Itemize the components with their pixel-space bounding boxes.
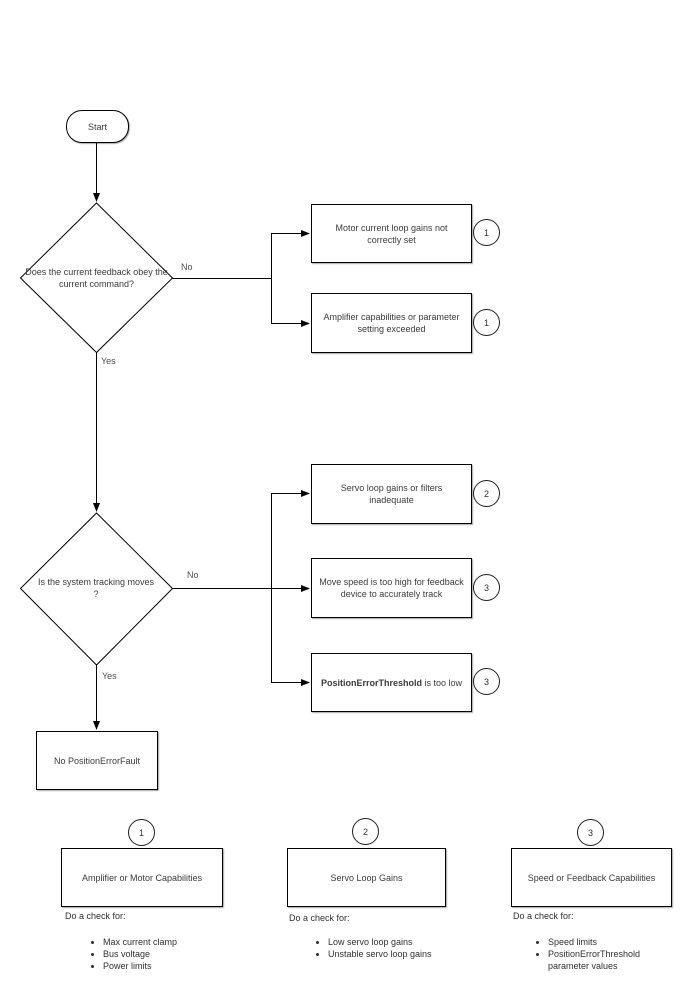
decision2-no-label: No (187, 570, 199, 580)
box-move-speed-text: Move speed is too high for feedback devi… (319, 577, 464, 599)
legend3-check-list: Speed limits PositionErrorThreshold para… (530, 936, 663, 972)
box-threshold-bold: PositionErrorThreshold (320, 677, 422, 688)
legend3-item: PositionErrorThreshold parameter values (548, 948, 663, 972)
legend1-badge: 1 (128, 819, 155, 846)
badge-move-speed: 3 (473, 574, 500, 601)
legend3-title: Speed or Feedback Capabilities (527, 872, 656, 883)
box-amplifier-text: Amplifier capabilities or parameter sett… (323, 312, 460, 334)
legend1-item: Bus voltage (103, 948, 233, 960)
arrow-to-amplifier (271, 278, 310, 327)
box-no-fault-text: No PositionErrorFault (53, 755, 141, 766)
box-motor-gains: Motor current loop gains not correctly s… (311, 204, 472, 263)
decision1-yes-label: Yes (101, 356, 116, 366)
badge-servo-loop-number: 2 (483, 488, 489, 499)
badge-amplifier-number: 1 (483, 317, 489, 328)
legend2-check-list: Low servo loop gains Unstable servo loop… (310, 936, 463, 960)
box-servo-loop: Servo loop gains or filters inadequate (311, 464, 472, 524)
badge-motor-gains: 1 (473, 219, 500, 246)
legend2-title: Servo Loop Gains (330, 872, 403, 883)
box-move-speed: Move speed is too high for feedback devi… (311, 558, 472, 618)
legend3-check-label: Do a check for: (513, 911, 574, 921)
legend2-badge: 2 (352, 818, 379, 845)
legend1-check-label: Do a check for: (65, 911, 126, 921)
legend3-title-box: Speed or Feedback Capabilities (511, 848, 672, 907)
box-motor-gains-text: Motor current loop gains not correctly s… (335, 222, 448, 245)
decision1-text: Does the current feedback obey the curre… (25, 267, 168, 289)
legend2-item: Unstable servo loop gains (328, 948, 463, 960)
box-threshold-text: PositionErrorThreshold is too low (321, 677, 462, 689)
decision2-yes-label: Yes (102, 671, 117, 681)
box-threshold-rest: is too low (421, 677, 463, 688)
decision1-no-label: No (181, 262, 193, 272)
legend2-item: Low servo loop gains (328, 936, 463, 948)
arrow-to-servo-loop (271, 490, 310, 589)
start-label: Start (87, 121, 107, 132)
legend2-title-box: Servo Loop Gains (287, 848, 446, 907)
legend1-title-box: Amplifier or Motor Capabilities (61, 848, 223, 907)
arrow-to-motor-gains (271, 230, 310, 279)
start-node: Start (66, 110, 129, 143)
legend2-check-label: Do a check for: (289, 913, 350, 923)
arrow-to-threshold (271, 588, 310, 686)
box-threshold: PositionErrorThreshold is too low (311, 653, 472, 712)
badge-amplifier: 1 (473, 309, 500, 336)
legend1-check-list: Max current clamp Bus voltage Power limi… (85, 936, 233, 972)
box-no-fault: No PositionErrorFault (36, 731, 158, 790)
badge-servo-loop: 2 (473, 480, 500, 507)
legend1-item: Max current clamp (103, 936, 233, 948)
box-servo-loop-text: Servo loop gains or filters inadequate (340, 483, 443, 505)
legend3-badge: 3 (577, 819, 604, 846)
legend1-item: Power limits (103, 960, 233, 972)
box-amplifier: Amplifier capabilities or parameter sett… (311, 293, 472, 353)
badge-threshold: 3 (473, 668, 500, 695)
legend1-title: Amplifier or Motor Capabilities (81, 872, 203, 883)
legend3-item: Speed limits (548, 936, 663, 948)
badge-threshold-number: 3 (483, 676, 489, 687)
legend2-badge-number: 2 (362, 826, 368, 837)
decision2-text: Is the system tracking moves ? (37, 577, 155, 599)
legend1-badge-number: 1 (138, 827, 144, 838)
badge-move-speed-number: 3 (483, 582, 489, 593)
legend3-badge-number: 3 (587, 827, 593, 838)
badge-motor-gains-number: 1 (483, 227, 489, 238)
